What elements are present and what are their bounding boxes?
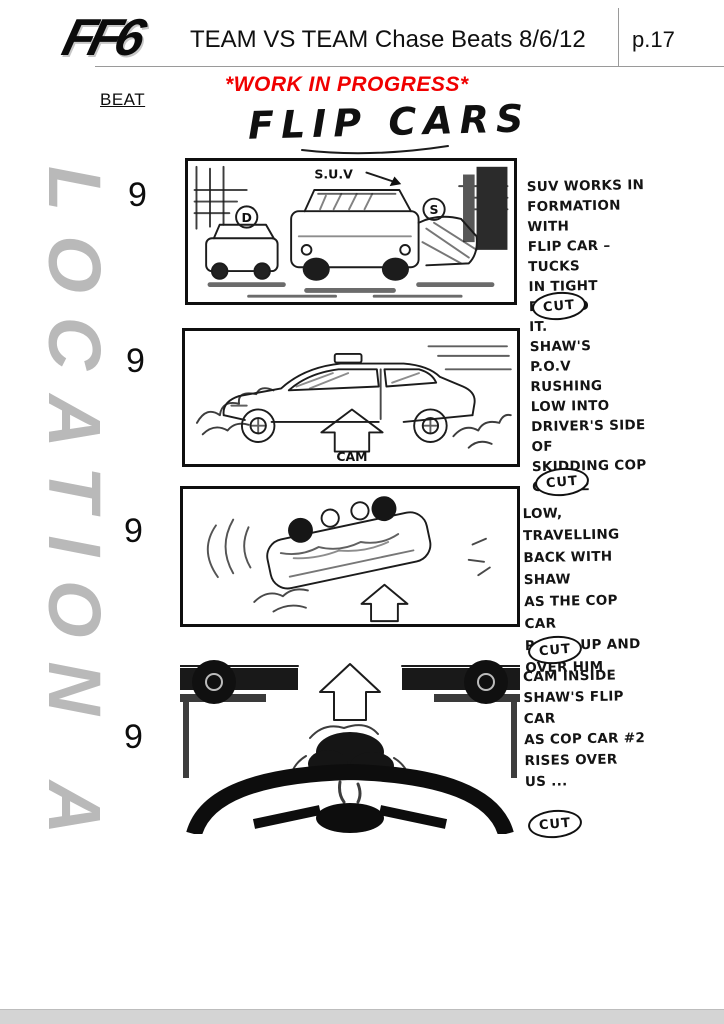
- page-title: TEAM VS TEAM Chase Beats 8/6/12: [190, 26, 586, 53]
- storyboard-panel-3: [180, 486, 520, 627]
- board-title-underline: [301, 145, 449, 155]
- note-line: RUSHING: [530, 377, 603, 396]
- cam-arrow: [320, 408, 384, 453]
- storyboard-panel-4: [180, 658, 520, 834]
- cut-label: CUT: [545, 473, 579, 491]
- shaw-s-label: S: [430, 202, 439, 217]
- cut-label: CUT: [538, 815, 572, 833]
- cut-marker-4: CUT: [526, 807, 584, 841]
- panel-3-sketch: [206, 496, 491, 623]
- work-in-progress-notice: *WORK IN PROGRESS*: [225, 73, 469, 96]
- beat-label: BEAT: [100, 90, 146, 109]
- note-line: CAM INSIDE: [522, 667, 617, 686]
- steering-wheel: [186, 763, 514, 834]
- note-line: LOW INTO: [530, 397, 610, 416]
- cut-label: CUT: [542, 297, 576, 315]
- page-number: p.17: [632, 27, 675, 52]
- note-line: AS THE COP CAR: [524, 592, 618, 633]
- note-line: FORMATION WITH: [526, 197, 621, 236]
- panel-3-number: 9: [124, 512, 143, 550]
- panel-1-number: 9: [128, 176, 147, 214]
- panel-1-sketch: D S S.U.V: [193, 165, 509, 298]
- suv-label: S.U.V: [314, 166, 353, 181]
- panel-2-sketch: CAM: [195, 345, 512, 464]
- location-label: LOCATION A: [33, 166, 116, 859]
- note-line: RISES OVER: [524, 751, 618, 770]
- panel-4-note: CAM INSIDE SHAW'S FLIP CAR AS COP CAR #2…: [523, 665, 655, 793]
- cam-label: CAM: [336, 449, 367, 464]
- header-divider: [95, 66, 724, 67]
- driver-d-label: D: [241, 210, 251, 225]
- page-bottom-edge: [0, 1009, 724, 1024]
- panel-2-number: 9: [126, 342, 145, 380]
- storyboard-panel-1: D S S.U.V: [185, 158, 517, 305]
- note-line: SHAW'S FLIP CAR: [523, 688, 624, 728]
- panel-4-number: 9: [124, 718, 143, 756]
- note-line: SHAW'S: [529, 338, 592, 356]
- storyboard-panel-2: CAM: [182, 328, 520, 467]
- note-line: BACK WITH SHAW: [523, 548, 613, 589]
- note-line: US ...: [524, 773, 568, 791]
- note-line: P.O.V: [529, 358, 572, 376]
- note-line: AS COP CAR #2: [524, 730, 646, 749]
- roll-direction-arrow: [360, 583, 409, 623]
- rise-direction-arrow: [319, 663, 381, 721]
- suv-arrowhead: [389, 176, 402, 187]
- note-line: SUV WORKS IN: [526, 177, 645, 196]
- header-vertical-divider: [618, 8, 619, 66]
- board-title: FLIP CARS: [247, 96, 531, 148]
- note-line: DRIVER'S SIDE OF: [531, 417, 646, 456]
- cut-label: CUT: [538, 641, 572, 659]
- note-line: FLIP CAR – TUCKS: [527, 237, 611, 276]
- note-line: LOW, TRAVELLING: [522, 505, 620, 545]
- panel-4-sketch: [180, 660, 520, 834]
- ff6-logo: FF6: [56, 9, 146, 67]
